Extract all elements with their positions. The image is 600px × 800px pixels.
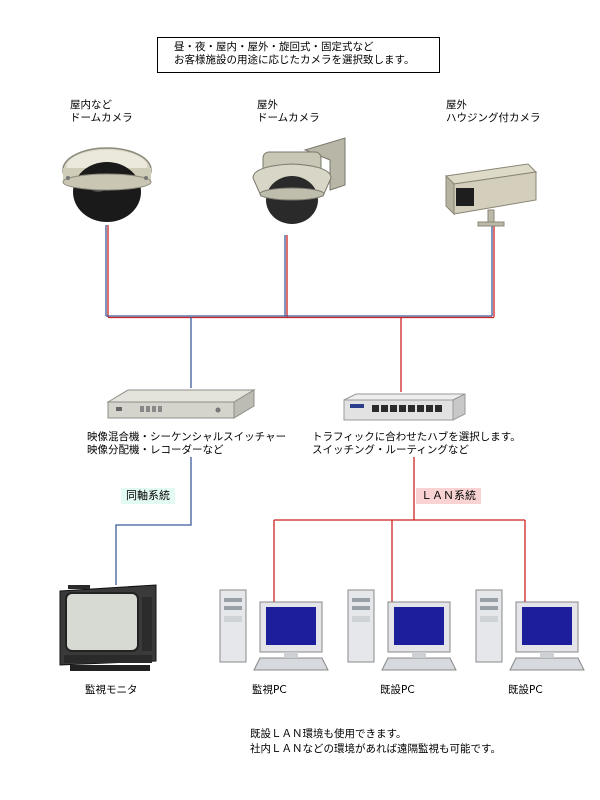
monitor-icon xyxy=(59,584,157,671)
video-switcher-icon xyxy=(106,389,256,419)
footer-line-1: 既設ＬＡＮ環境も使用できます。 xyxy=(250,728,407,740)
footer-note: 既設ＬＡＮ環境も使用できます。 社内ＬＡＮなどの環境があれば遠隔監視も可能です。 xyxy=(250,727,501,757)
lan-tree xyxy=(273,457,526,605)
pc-existing-icon xyxy=(347,589,457,671)
coax-system-tag: 同軸系統 xyxy=(121,488,175,504)
network-hub-icon xyxy=(343,393,466,421)
camera-dome-indoor-label: 屋内などドームカメラ xyxy=(70,99,133,124)
coax-line xyxy=(115,457,192,585)
monitor-label: 監視モニタ xyxy=(85,684,138,696)
camera-housing-label: 屋外ハウジング付カメラ xyxy=(446,99,541,124)
pc-monitoring-icon xyxy=(219,589,329,671)
pc-label-2: 既設PC xyxy=(380,684,415,696)
header-line-2: お客様施設の用途に応じたカメラを選択致します。 xyxy=(174,54,415,66)
camera-dome-outdoor-label: 屋外ドームカメラ xyxy=(257,99,320,124)
pc-label-1: 監視PC xyxy=(252,684,287,696)
hub-label: トラフィックに合わせたハブを選択します。スイッチング・ルーティングなど xyxy=(312,431,521,456)
header-line-1: 昼・夜・屋内・屋外・旋回式・固定式など xyxy=(174,41,374,53)
pc-label-3: 既設PC xyxy=(508,684,543,696)
outdoor-dome-camera-icon xyxy=(252,137,346,224)
housing-camera-icon xyxy=(444,163,538,227)
switcher-label: 映像混合機・シーケンシャルスイッチャー映像分配機・レコーダーなど xyxy=(87,431,287,456)
header-box: 昼・夜・屋内・屋外・旋回式・固定式など お客様施設の用途に応じたカメラを選択致し… xyxy=(157,37,440,73)
footer-line-2: 社内ＬＡＮなどの環境があれば遠隔監視も可能です。 xyxy=(250,743,501,755)
lan-system-tag: ＬＡＮ系統 xyxy=(416,488,481,504)
dome-camera-icon xyxy=(62,147,152,222)
camera-bus xyxy=(105,222,495,392)
pc-existing-icon xyxy=(475,589,585,671)
